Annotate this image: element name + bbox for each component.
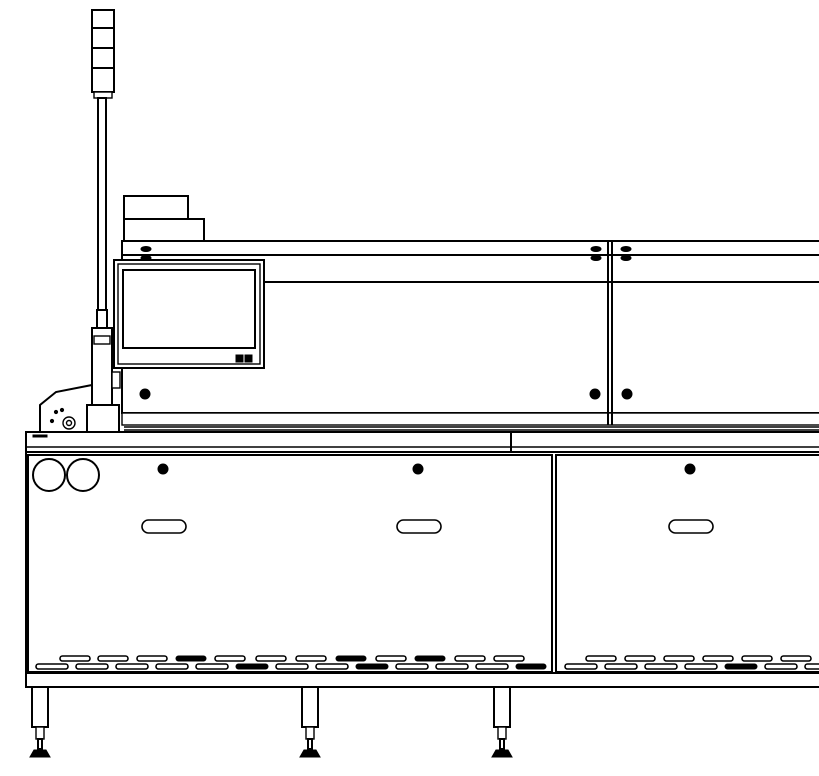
hood-top-strip — [121, 240, 819, 256]
hood-fastener — [620, 255, 632, 261]
leveling-feet — [29, 686, 513, 758]
top-box-lower — [123, 218, 205, 242]
panel-lock — [157, 463, 169, 475]
signal-light-segment-3 — [91, 47, 115, 69]
panel-handle — [396, 519, 442, 534]
signal-light-segment-4 — [91, 67, 115, 93]
cabinet-panel-left — [27, 454, 553, 673]
entry-knob-center — [65, 419, 73, 427]
entry-bolt — [49, 418, 55, 424]
panel-lock — [412, 463, 424, 475]
hood-screw — [139, 388, 151, 400]
vent-row-upper — [59, 655, 812, 662]
leveling-foot — [299, 686, 321, 758]
entry-bolt — [59, 407, 65, 413]
entry-bolt — [53, 409, 59, 415]
monitor-arm — [111, 371, 121, 389]
top-box-upper — [123, 195, 189, 221]
base-rail-mark — [32, 434, 48, 438]
lower-cabinet — [25, 451, 819, 688]
upper-hood — [121, 240, 819, 431]
touch-screen-monitor — [111, 259, 265, 389]
top-boxes — [123, 195, 205, 242]
panel-handle — [668, 519, 714, 534]
signal-light-segment-2 — [91, 27, 115, 49]
monitor-screen — [122, 269, 256, 349]
hood-fastener — [140, 246, 152, 252]
base-rail — [25, 431, 819, 453]
cabinet-panel-right — [555, 454, 819, 673]
signal-tower — [91, 9, 115, 407]
vent-row-lower — [35, 663, 819, 670]
round-port-right — [66, 458, 100, 492]
hood-fastener — [590, 255, 602, 261]
entry-bracket — [39, 383, 120, 433]
hood-screw — [621, 388, 633, 400]
monitor-button-right — [244, 354, 253, 363]
hood-lower-rail — [121, 412, 819, 426]
pole-mount-cap — [93, 335, 111, 345]
base-frame — [25, 431, 819, 453]
hood-fastener — [590, 246, 602, 252]
round-port-left — [32, 458, 66, 492]
hood-fastener — [620, 246, 632, 252]
entry-motor-box — [86, 404, 120, 433]
leveling-foot — [491, 686, 513, 758]
panel-lock — [684, 463, 696, 475]
hood-screw — [589, 388, 601, 400]
leveling-foot — [29, 686, 51, 758]
panel-handle — [141, 519, 187, 534]
signal-light-segment-1 — [91, 9, 115, 29]
monitor-button-left — [235, 354, 244, 363]
signal-tower-pole — [97, 97, 107, 311]
pole-clamp — [96, 309, 108, 329]
